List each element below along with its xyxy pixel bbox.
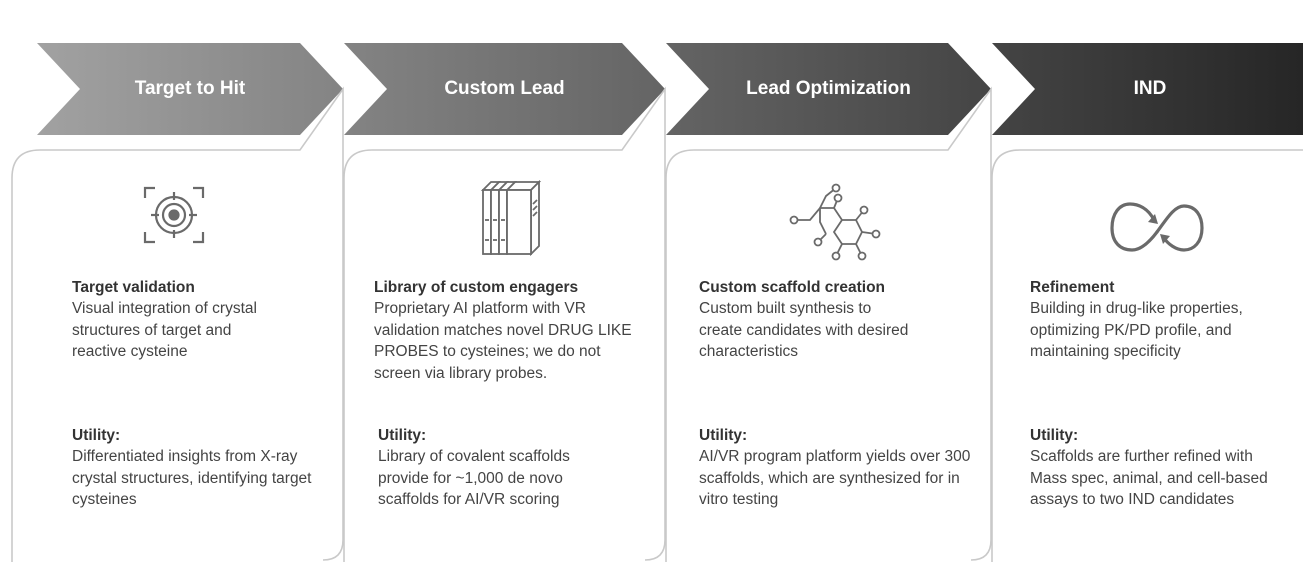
stage-1-utility: Utility: Differentiated insights from X-… bbox=[72, 425, 357, 511]
stage-3-utility: Utility: AI/VR program platform yields o… bbox=[699, 425, 984, 511]
stage-1-utility-text: Differentiated insights from X-ray cryst… bbox=[72, 448, 312, 508]
molecule-icon bbox=[789, 183, 881, 261]
stage-2-description: Proprietary AI platform with VR validati… bbox=[374, 300, 632, 382]
card-outline-stage-4 bbox=[991, 149, 1303, 562]
stage-3-description: Custom built synthesis to create candida… bbox=[699, 300, 909, 360]
chevron-stage-1 bbox=[37, 43, 343, 135]
stage-3-utility-label: Utility: bbox=[699, 427, 748, 444]
stage-2-title: Custom Lead bbox=[444, 78, 565, 99]
chevron-stage-3 bbox=[666, 43, 991, 135]
stage-2-utility: Utility: Library of covalent scaffolds p… bbox=[378, 425, 663, 511]
stage-4-utility: Utility: Scaffolds are further refined w… bbox=[1030, 425, 1303, 511]
stage-chevron-row bbox=[37, 43, 1303, 135]
stage-3-content: Custom scaffold creation Custom built sy… bbox=[699, 277, 984, 363]
stage-3-heading: Custom scaffold creation bbox=[699, 279, 886, 296]
stage-1-heading: Target validation bbox=[72, 279, 195, 296]
infinity-arrows-icon bbox=[1110, 202, 1204, 252]
card-outline-stage-1 bbox=[11, 86, 344, 562]
stage-4-title: IND bbox=[1133, 78, 1167, 99]
stage-3-utility-text: AI/VR program platform yields over 300 s… bbox=[699, 448, 971, 508]
stage-1-title: Target to Hit bbox=[134, 78, 246, 99]
stage-4-description: Building in drug-like properties, optimi… bbox=[1030, 300, 1243, 360]
stage-4-utility-text: Scaffolds are further refined with Mass … bbox=[1030, 448, 1268, 508]
card-outline-stage-3 bbox=[665, 86, 992, 562]
stage-2-utility-text: Library of covalent scaffolds provide fo… bbox=[378, 448, 570, 508]
chevron-stage-2 bbox=[344, 43, 665, 135]
stage-4-heading: Refinement bbox=[1030, 279, 1115, 296]
stage-1-description: Visual integration of crystal structures… bbox=[72, 300, 257, 360]
stage-4-content: Refinement Building in drug-like propert… bbox=[1030, 277, 1303, 363]
stage-1-utility-label: Utility: bbox=[72, 427, 121, 444]
books-icon bbox=[480, 180, 542, 257]
stage-1-content: Target validation Visual integration of … bbox=[72, 277, 357, 363]
stage-2-heading: Library of custom engagers bbox=[374, 279, 579, 296]
target-icon bbox=[143, 186, 205, 244]
chevron-stage-4 bbox=[992, 43, 1303, 135]
stage-3-title: Lead Optimization bbox=[746, 78, 911, 99]
card-outline-stage-2 bbox=[343, 86, 666, 562]
stage-2-content: Library of custom engagers Proprietary A… bbox=[374, 277, 659, 384]
stage-2-utility-label: Utility: bbox=[378, 427, 427, 444]
stage-4-utility-label: Utility: bbox=[1030, 427, 1079, 444]
